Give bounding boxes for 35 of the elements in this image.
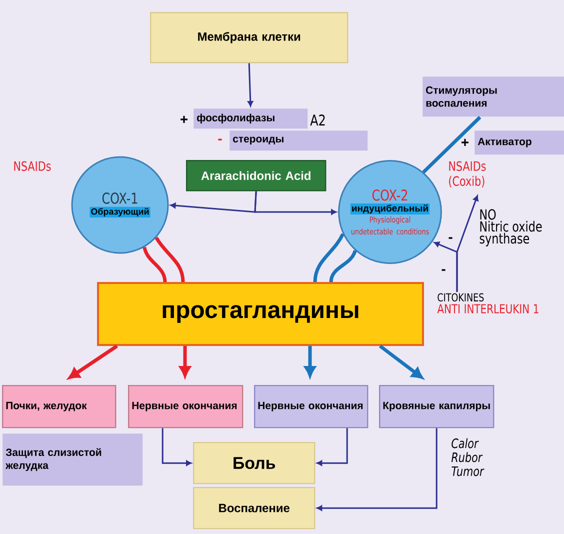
text-label: CITOKINES ANTI INTERLEUKIN 1 <box>437 293 538 314</box>
highlight-band: фосфолифазы <box>194 108 308 129</box>
arrow <box>378 344 423 379</box>
arrow <box>162 428 192 466</box>
target-box: Почки, желудок <box>2 385 116 428</box>
sign-label: + <box>462 138 468 146</box>
text-label: NO Nitric oxide synthase <box>480 209 542 246</box>
target-box: Нервные окончания <box>254 385 368 428</box>
label-box: Боль <box>193 442 316 484</box>
arrow <box>248 63 254 106</box>
target-box: Кровяные капиляры <box>379 385 494 428</box>
target-box: Нервные окончания <box>128 385 244 428</box>
label-box: Ararachidonic Acid <box>186 160 326 192</box>
label-box: Мембрана клетки <box>150 12 348 64</box>
sign-label: + <box>180 116 188 123</box>
highlight-band: Защита слизистой желудка <box>2 434 143 486</box>
text-label: - <box>448 237 452 239</box>
arrow <box>316 428 348 466</box>
arrow <box>68 344 118 379</box>
arrow <box>434 242 458 292</box>
text-label: NSAIDs (Coxib) <box>449 161 486 188</box>
text-label: NSAIDs <box>14 161 51 171</box>
sign-label: A2 <box>310 114 325 126</box>
arrow <box>316 428 438 511</box>
text-label: - <box>442 269 446 271</box>
text-label: Calor Rubor Tumor <box>451 438 484 476</box>
arrow <box>304 346 316 377</box>
arrow <box>179 346 191 377</box>
sign-label: - <box>218 138 222 140</box>
highlight-band: Активатор <box>474 130 564 155</box>
highlight-band: стероиды <box>230 130 368 151</box>
highlight-band: Стимуляторы воспаления <box>422 76 564 117</box>
arrow <box>254 191 337 215</box>
label-box: простагландины <box>97 282 424 346</box>
label-box: Воспаление <box>193 487 316 530</box>
